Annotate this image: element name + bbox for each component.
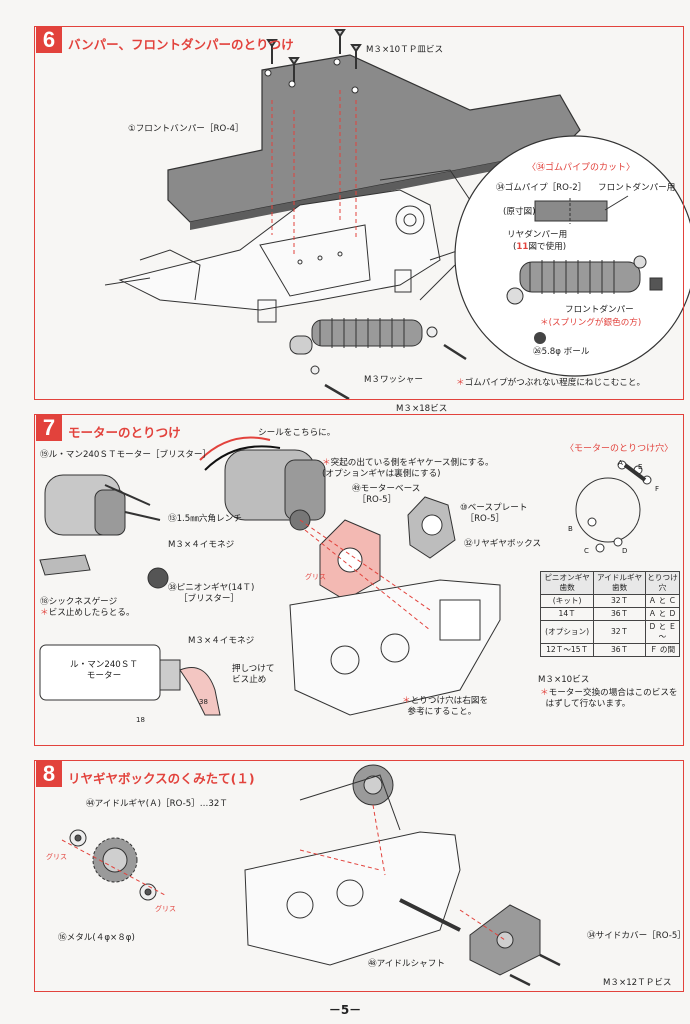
table-cell: Ｄ と Ｅ 〜 (644, 620, 681, 644)
detail-title: 〈㉞ゴムパイプのカット〉 (527, 163, 636, 173)
detail-damper: フロントダンパー (565, 305, 634, 315)
label-base-plate: ⑩ベースプレート ［RO-5］ (460, 503, 528, 524)
table-cell: Ａ と Ｄ (644, 607, 681, 621)
label-gauge: ⑱シックネスゲージ＊ビス止めしたらとる。 (40, 597, 135, 618)
hole-d: D (622, 547, 628, 555)
label-hex-wrench: ⑬1.5㎜六角レンチ (168, 514, 242, 524)
chassis-drawing (104, 169, 471, 323)
detail-front-damper: フロントダンパー用 (598, 183, 676, 193)
front-bumper-drawing (167, 54, 581, 230)
label-screw10: M３×10ビス (538, 675, 590, 685)
idle-gear-drawing (61, 764, 394, 901)
label-idle-gear: ㊹アイドルギヤ(Ａ)［RO-5］…32Ｔ (86, 799, 228, 809)
damper-detail-circle (419, 135, 690, 377)
section8-number: 8 (36, 761, 62, 787)
table-row: (キット) 32Ｔ Ａ と Ｃ (539, 594, 681, 608)
label-seal: シールをこちらに。 (258, 428, 336, 438)
detail-actual-size: (原寸図) (503, 207, 536, 217)
table-cell: 32Ｔ (593, 620, 646, 644)
table-header-cell: ピニオンギヤ歯数 (539, 571, 595, 595)
table-cell: 14Ｔ (539, 607, 595, 621)
gearbox-drawing-8 (244, 774, 561, 987)
page-number: －5－ (328, 1003, 362, 1017)
label-pinion: ㊳ピニオンギヤ(14Ｔ) ［ブリスター］ (168, 583, 255, 604)
motor-side-drawing (39, 644, 221, 716)
mark-18: 18 (136, 716, 145, 724)
label-front-bumper: ①フロントバンパー［RO-4］ (128, 124, 244, 134)
damper-drawing (289, 318, 438, 375)
label-exchange: ＊モーター交換の場合はこのビスを はずして行ないます。 (540, 688, 678, 709)
grease-label-8b: グリス (155, 905, 176, 913)
label-holes: ＊とりつけ穴は右図を 参考にすること。 (402, 696, 489, 717)
section6-frame (34, 26, 684, 400)
hole-e: E (638, 463, 643, 471)
label-set-screw: M３×４イモネジ (168, 540, 235, 550)
hole-b: B (568, 525, 573, 533)
section6-title: バンパー、フロントダンパーのとりつけ (68, 37, 294, 52)
detail-pipe: ㉞ゴムパイプ［RO-2］ (496, 183, 587, 193)
label-motor-base: ㊾モーターベース ［RO-5］ (352, 484, 421, 505)
hole-f: F (655, 485, 660, 493)
label-push: 押しつけてビス止め (232, 664, 275, 685)
label-side-cover: ㉞サイドカバー［RO-5］ (587, 931, 686, 941)
table-cell: Ａ と Ｃ (644, 594, 681, 608)
gearbox-drawing-7 (289, 579, 501, 716)
motor-drawing (39, 436, 326, 589)
table-cell: 36Ｔ (593, 643, 646, 657)
table-cell: Ｆ の間 (644, 643, 681, 657)
table-header-cell: とりつけ穴 (644, 571, 681, 595)
label-protrude: ＊突起の出ている側をギヤケース側にする。(オプションギヤは裏側にする) (322, 458, 494, 479)
label-rear-gearbox: ㉜リヤギヤボックス (464, 539, 542, 549)
table-cell: 32Ｔ (593, 594, 646, 608)
label-washer: M３ワッシャー (364, 375, 423, 385)
holes-diagram (575, 460, 652, 553)
motor-base-drawing (319, 496, 456, 601)
label-rubber-pipe-note: ＊ゴムパイプがつぶれない程度にねじこむこと。 (456, 378, 646, 388)
grease-label-8a: グリス (46, 853, 67, 861)
hole-a: A (618, 459, 623, 467)
section8-frame (34, 760, 684, 992)
table-header: ピニオンギヤ歯数 アイドルギヤ歯数 とりつけ穴 (539, 571, 681, 595)
section6-number: 6 (36, 27, 62, 53)
detail-rear-damper: リヤダンパー用 (507, 230, 568, 240)
label-screw18: M３×18ビス (396, 404, 448, 414)
section7-frame (34, 414, 684, 746)
red-guides-6 (271, 90, 357, 255)
table-cell: (オプション) (539, 620, 595, 644)
detail-ball: ㉖5.8φ ボール (533, 347, 590, 357)
detail-rear-use: (11図で使用) (513, 242, 567, 252)
table-header-cell: アイドルギヤ歯数 (593, 571, 646, 595)
label-screw12: M３×12ＴＰビス (603, 978, 672, 988)
grease-label-7: グリス (305, 573, 326, 581)
section8-title: リヤギヤボックスのくみたて(１) (68, 771, 255, 786)
table-row: (オプション) 32Ｔ Ｄ と Ｅ 〜 (539, 620, 681, 644)
hole-c: C (584, 547, 589, 555)
table-cell: (キット) (539, 594, 595, 608)
detail-spring: ＊(スプリングが銀色の方) (540, 318, 642, 328)
red-guides-8 (299, 804, 506, 941)
holes-title: 〈モーターのとりつけ穴〉 (565, 444, 674, 454)
mark-38: 38 (199, 698, 208, 706)
table-cell: 12Ｔ〜15Ｔ (539, 643, 595, 657)
label-screw-tp: M３×10ＴＰ皿ビス (366, 45, 444, 55)
section7-number: 7 (36, 415, 62, 441)
section7-title: モーターのとりつけ (68, 425, 181, 440)
label-idle-shaft: ㊽アイドルシャフト (368, 959, 445, 969)
label-motor: ⑲ル・マン240ＳＴモーター［ブリスター］ (40, 450, 212, 460)
table-row: 14Ｔ 36Ｔ Ａ と Ｄ (539, 607, 681, 621)
gear-table: ピニオンギヤ歯数 アイドルギヤ歯数 とりつけ穴 (キット) 32Ｔ Ａ と Ｃ … (539, 571, 681, 657)
red-guides-7 (299, 519, 431, 631)
label-set-screw2: M３×４イモネジ (188, 636, 255, 646)
table-cell: 36Ｔ (593, 607, 646, 621)
table-row: 12Ｔ〜15Ｔ 36Ｔ Ｆ の間 (539, 643, 681, 657)
screw-drawings-6 (266, 29, 467, 401)
label-metal: ⑯メタル(４φ×８φ) (58, 933, 135, 943)
